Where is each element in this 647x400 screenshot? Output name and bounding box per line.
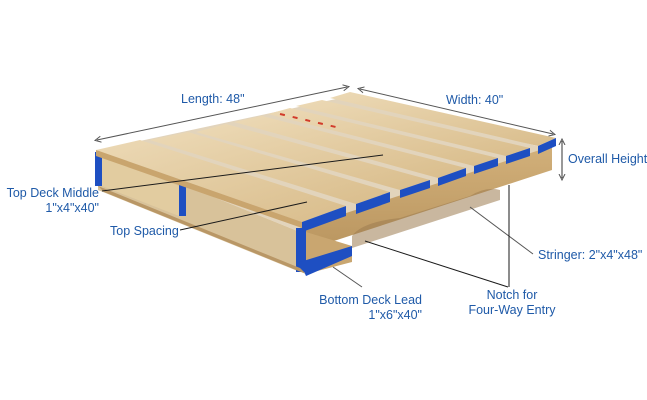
- top-deck-middle-size: 1"x4"x40": [45, 201, 99, 215]
- width-dimension-arrow: [360, 89, 553, 134]
- bottom-deck-lead-title: Bottom Deck Lead: [319, 293, 422, 307]
- notch-title: Notch for: [486, 288, 538, 302]
- leader-lines: [101, 154, 534, 288]
- length-label: Length: 48": [181, 92, 245, 106]
- stringer-label: Stringer: 2"x4"x48": [538, 248, 643, 262]
- leader-top-deck-middle: [101, 154, 384, 192]
- leader-top-spacing: [179, 201, 308, 231]
- top-spacing-label: Top Spacing: [110, 224, 179, 238]
- bottom-deck-lead-size: 1"x6"x40": [368, 308, 422, 322]
- top-deck-middle-title: Top Deck Middle: [6, 186, 99, 200]
- width-label: Width: 40": [446, 93, 504, 107]
- top-deck-middle-label: Top Deck Middle 1"x4"x40": [2, 186, 99, 216]
- leader-notch-diagonal: [364, 240, 509, 288]
- notch-subtitle: Four-Way Entry: [468, 303, 556, 317]
- length-dimension-arrow: [97, 87, 347, 140]
- leader-stringer: [469, 206, 534, 255]
- stringers: [296, 146, 552, 274]
- bottom-deck-lead-label: Bottom Deck Lead 1"x6"x40": [318, 293, 422, 323]
- overall-height-label: Overall Height: [568, 152, 647, 166]
- notch-label: Notch for Four-Way Entry: [462, 288, 562, 318]
- leader-bottom-deck-lead: [332, 266, 363, 288]
- dimension-arrows: [97, 87, 562, 178]
- bottom-deck-lead: [98, 186, 352, 276]
